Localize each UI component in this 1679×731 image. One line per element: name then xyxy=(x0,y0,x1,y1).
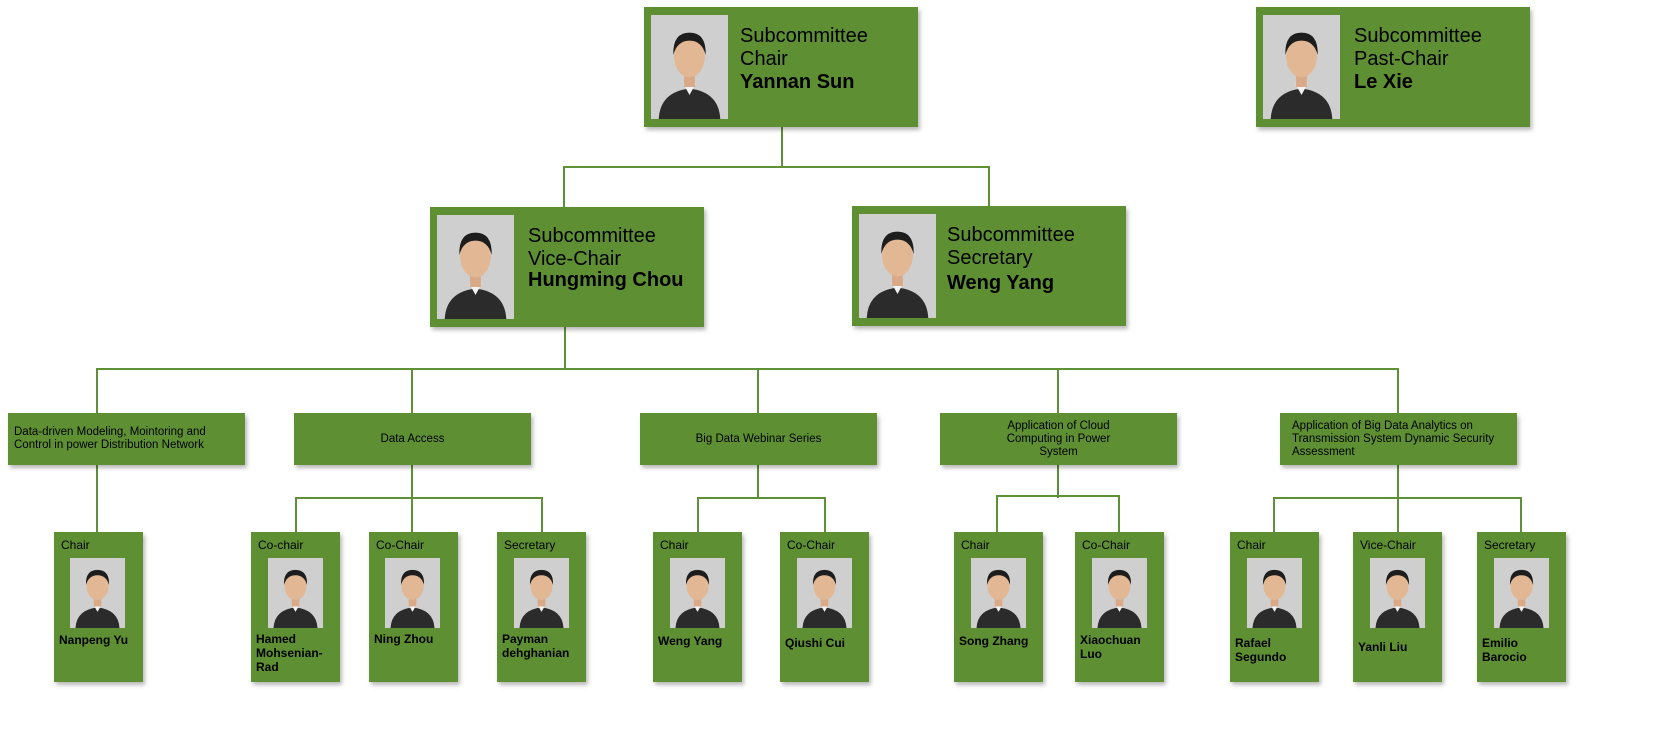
vice-chair-role: Subcommittee Vice-Chair xyxy=(528,225,656,270)
member-name: Weng Yang xyxy=(658,634,723,648)
connector-vice-chair-down xyxy=(564,327,566,369)
connector-tg4-horizontal xyxy=(996,495,1120,497)
member-role: Co-chair xyxy=(258,538,304,552)
person-photo-icon xyxy=(651,15,728,119)
connector-tg5-m2 xyxy=(1397,497,1399,532)
connector-to-tg1 xyxy=(96,368,98,413)
connector-tg3-m1 xyxy=(697,497,699,532)
task-group-3-box: Big Data Webinar Series xyxy=(640,413,877,465)
connector-tg2-m3 xyxy=(541,497,543,532)
member-name: Xiaochuan Luo xyxy=(1080,633,1141,661)
person-photo-icon xyxy=(1494,558,1549,628)
member-name: Rafael Segundo xyxy=(1235,636,1287,664)
connector-tg2-m2 xyxy=(411,497,413,532)
connector-tg2-m1 xyxy=(295,497,297,532)
member-box: Chair Secretary Payman dehghanian xyxy=(497,532,586,682)
task-group-1-box: Data-driven Modeling, Mointoring and Con… xyxy=(8,413,245,465)
member-box: Co-Chair Xiaochuan Luo xyxy=(1075,532,1164,682)
member-box: Co-Chair Qiushi Cui xyxy=(780,532,869,682)
person-photo-icon xyxy=(437,215,514,319)
chair-name: Yannan Sun xyxy=(740,71,855,93)
member-box: Secretary Emilio Barocio xyxy=(1477,532,1566,682)
person-photo-icon xyxy=(1247,558,1302,628)
member-role: Secretary xyxy=(1484,538,1536,552)
person-photo-icon xyxy=(385,558,440,628)
connector-tg2-horizontal xyxy=(295,497,543,499)
person-photo-icon xyxy=(70,558,125,628)
member-name: Qiushi Cui xyxy=(785,636,845,650)
member-name: Nanpeng Yu xyxy=(59,633,129,647)
past-chair-name: Le Xie xyxy=(1354,71,1413,93)
connector-to-tg3 xyxy=(757,368,759,413)
person-photo-icon xyxy=(797,558,852,628)
task-group-title: Big Data Webinar Series xyxy=(695,432,822,445)
vice-chair-name: Hungming Chou xyxy=(528,269,684,291)
person-photo-icon xyxy=(1263,15,1340,119)
connector-tg3-horizontal xyxy=(697,497,826,499)
past-chair-role: Subcommittee Past-Chair xyxy=(1354,25,1482,70)
member-role: Chair xyxy=(660,538,689,552)
secretary-box: Subcommittee Secretary Weng Yang xyxy=(852,206,1126,326)
person-photo-icon xyxy=(971,558,1026,628)
connector-tg2-down xyxy=(411,465,413,498)
connector-chair-horizontal xyxy=(563,166,990,168)
connector-chair-down xyxy=(781,127,783,168)
member-role: Co-Chair xyxy=(376,538,425,552)
chair-box: Subcommittee Chair Yannan Sun xyxy=(644,7,918,127)
connector-tg5-m3 xyxy=(1520,497,1522,532)
connector-to-tg2 xyxy=(411,368,413,413)
connector-tg5-m1 xyxy=(1273,497,1275,532)
task-group-title: Data-driven Modeling, Mointoring and Con… xyxy=(14,426,206,451)
person-photo-icon xyxy=(1092,558,1147,628)
past-chair-box: Subcommittee Past-Chair Le Xie xyxy=(1256,7,1530,127)
member-role: Vice-Chair xyxy=(1360,538,1416,552)
person-photo-icon xyxy=(514,558,569,628)
member-box: Vice-Chair Yanli Liu xyxy=(1353,532,1442,682)
member-name: Yanli Liu xyxy=(1358,640,1408,654)
member-box: Chair Song Zhang xyxy=(954,532,1043,682)
connector-tg4-m1 xyxy=(996,495,998,532)
connector-to-vice-chair xyxy=(563,166,565,208)
member-role: Secretary xyxy=(504,538,556,552)
person-photo-icon xyxy=(1370,558,1425,628)
connector-tg3-m2 xyxy=(824,497,826,532)
member-box: Co-chair Hamed Mohsenian-Rad xyxy=(251,532,340,682)
member-box: Chair Weng Yang xyxy=(653,532,742,682)
connector-tg4-down xyxy=(1057,465,1059,498)
member-name: Payman dehghanian xyxy=(502,632,570,660)
connector-to-tg5 xyxy=(1397,368,1399,413)
task-group-title: Data Access xyxy=(380,432,445,445)
member-name: Emilio Barocio xyxy=(1482,636,1527,664)
task-group-title: Application of Big Data Analytics on Tra… xyxy=(1292,419,1495,458)
vice-chair-box: Subcommittee Vice-Chair Hungming Chou xyxy=(430,207,704,327)
secretary-name: Weng Yang xyxy=(947,272,1055,294)
member-role: Chair xyxy=(61,538,90,552)
member-role: Co-Chair xyxy=(1082,538,1131,552)
member-box: Chair Rafael Segundo xyxy=(1230,532,1319,682)
member-role: Co-Chair xyxy=(787,538,836,552)
member-role: Chair xyxy=(1237,538,1266,552)
member-name: Hamed Mohsenian-Rad xyxy=(256,632,323,674)
person-photo-icon xyxy=(859,214,936,318)
connector-tg5-down xyxy=(1397,465,1399,498)
member-box: Co-Chair Ning Zhou xyxy=(369,532,458,682)
connector-to-secretary xyxy=(988,166,990,207)
connector-tg3-down xyxy=(757,465,759,498)
connector-tg1-members xyxy=(96,465,98,532)
person-photo-icon xyxy=(268,558,323,628)
task-group-5-box: Application of Big Data Analytics on Tra… xyxy=(1280,413,1517,465)
person-photo-icon xyxy=(670,558,725,628)
connector-to-tg4 xyxy=(1057,368,1059,413)
task-group-4-box: Application of Cloud Computing in Power … xyxy=(940,413,1177,465)
secretary-role: Subcommittee Secretary xyxy=(947,224,1075,269)
connector-taskgroups-horizontal xyxy=(96,368,1399,370)
member-name: Song Zhang xyxy=(959,634,1029,648)
connector-tg4-m2 xyxy=(1118,495,1120,532)
task-group-2-box: Data Access xyxy=(294,413,531,465)
member-box: Chair Nanpeng Yu xyxy=(54,532,143,682)
task-group-title: Application of Cloud Computing in Power … xyxy=(1006,419,1111,458)
member-name: Ning Zhou xyxy=(374,632,434,646)
member-role: Chair xyxy=(961,538,990,552)
chair-role: Subcommittee Chair xyxy=(740,25,868,70)
